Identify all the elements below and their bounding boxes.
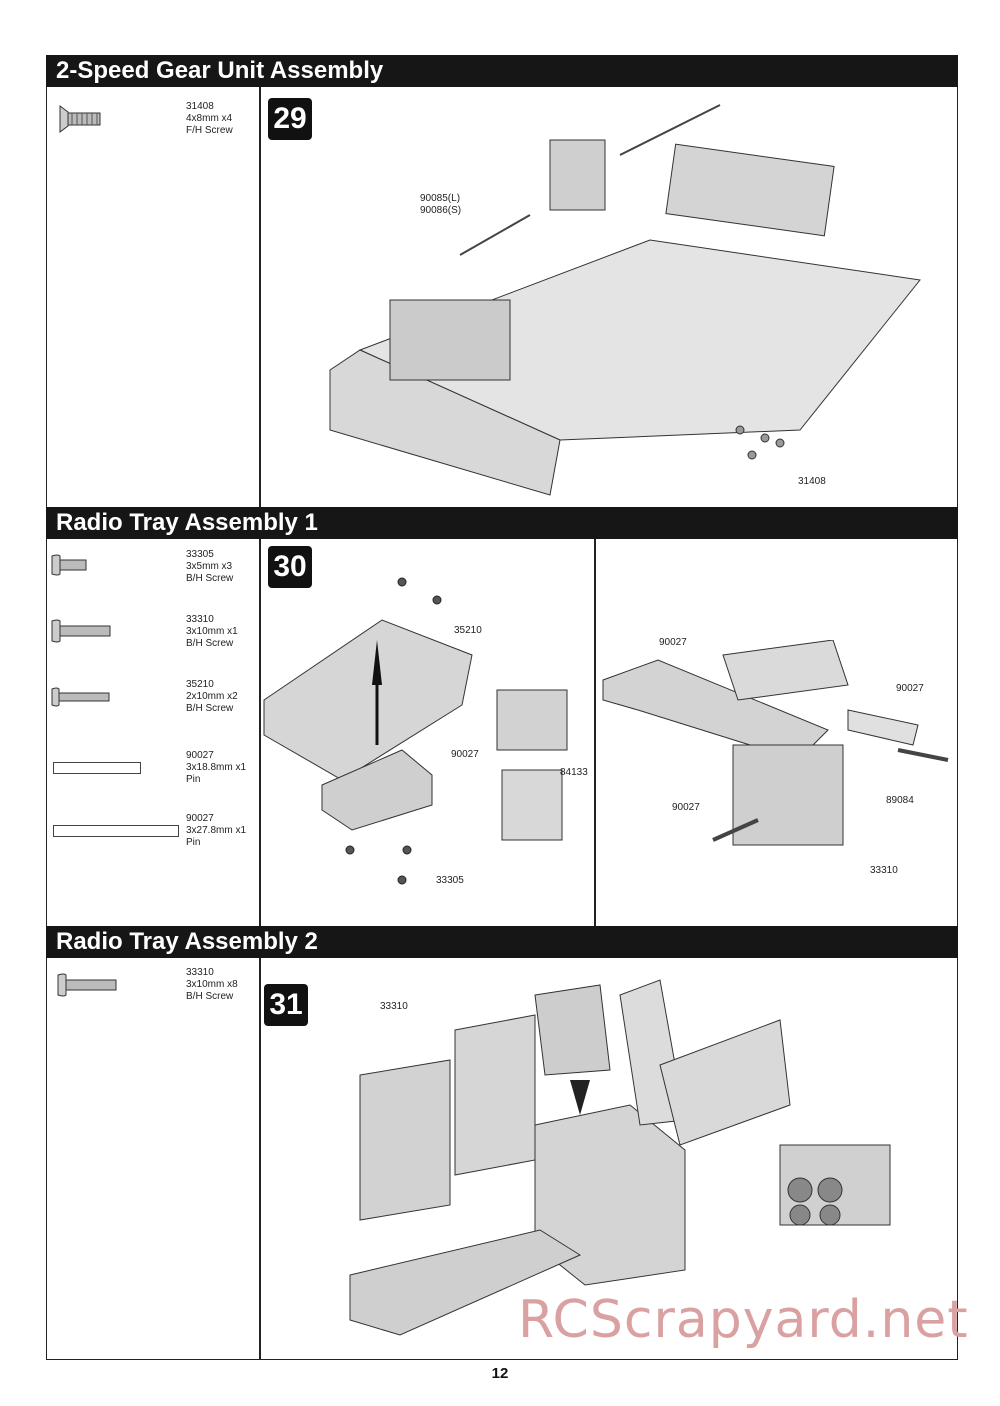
- flat-head-screw-icon: [59, 105, 101, 133]
- part-90027-short: 90027 3x18.8mm x1 Pin: [186, 750, 247, 785]
- section-title-radio-tray-1: Radio Tray Assembly 1: [46, 507, 958, 539]
- section-title-gear-unit: 2-Speed Gear Unit Assembly: [46, 55, 958, 87]
- callout-90085: 90085(L): [420, 193, 461, 204]
- callout-90027: 90027: [451, 749, 479, 760]
- radio-tray-illustration: [263, 577, 568, 885]
- part-33310: 33310 3x10mm x1 B/H Screw: [186, 614, 238, 649]
- button-head-screw-icon: [51, 687, 110, 707]
- section-title-radio-tray-2: Radio Tray Assembly 2: [46, 926, 958, 958]
- part-33310: 33310 3x10mm x8 B/H Screw: [186, 967, 238, 1002]
- callout-90027: 90027: [896, 683, 924, 694]
- part-35210: 35210 2x10mm x2 B/H Screw: [186, 679, 238, 714]
- part-33305: 33305 3x5mm x3 B/H Screw: [186, 549, 234, 584]
- callout-84133: 84133: [560, 767, 588, 778]
- callout-31408: 31408: [798, 476, 826, 487]
- step-number-31: 31: [264, 984, 308, 1026]
- callout-90027: 90027: [659, 637, 687, 648]
- button-head-screw-icon: [51, 619, 111, 643]
- button-head-screw-icon: [51, 554, 87, 576]
- callout-35210: 35210: [454, 625, 482, 636]
- step-number-30: 30: [268, 546, 312, 588]
- divider: [259, 539, 261, 926]
- divider: [594, 539, 596, 926]
- callout-33310: 33310: [870, 865, 898, 876]
- divider: [259, 958, 261, 1360]
- chassis-illustration: [329, 104, 921, 496]
- part-31408: 31408 4x8mm x4 F/H Screw: [186, 101, 233, 136]
- servo-mount-illustration: [602, 640, 949, 846]
- pin-icon: [53, 825, 179, 837]
- divider: [259, 87, 261, 507]
- watermark: RCScrapyard.net: [518, 1290, 969, 1350]
- callout-89084: 89084: [886, 795, 914, 806]
- step-number-29: 29: [268, 98, 312, 140]
- button-head-screw-icon: [57, 973, 117, 997]
- part-90027-long: 90027 3x27.8mm x1 Pin: [186, 813, 247, 848]
- receiver-box-illustration: [349, 979, 891, 1336]
- pin-icon: [53, 762, 141, 774]
- callout-33310: 33310: [380, 1001, 408, 1012]
- page-number: 12: [491, 1365, 509, 1382]
- callout-90086: 90086(S): [420, 205, 462, 216]
- callout-90027: 90027: [672, 802, 700, 813]
- callout-33305: 33305: [436, 875, 464, 886]
